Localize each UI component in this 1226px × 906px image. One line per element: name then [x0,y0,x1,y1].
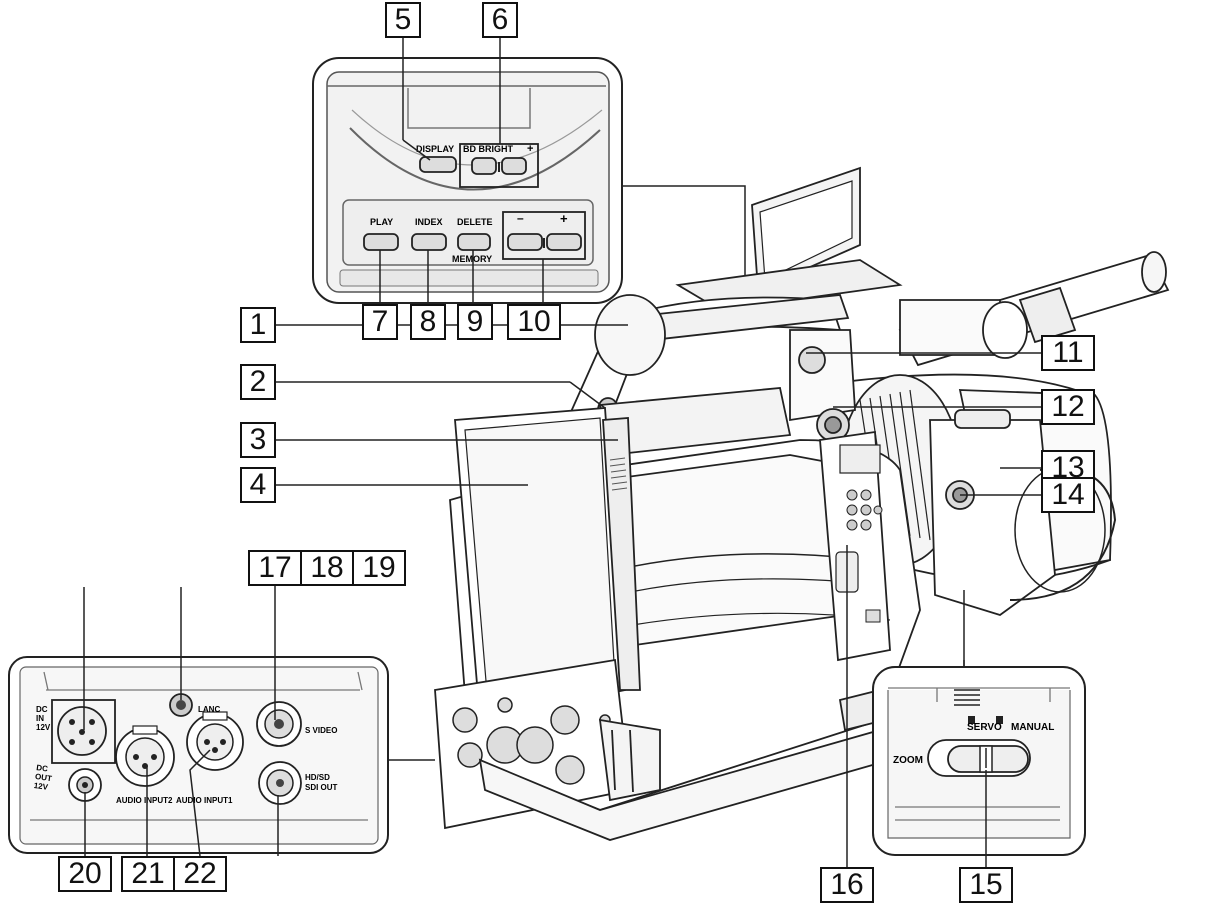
memory-minus-label: – [517,211,524,225]
bright-label: BD BRIGHT [463,144,513,154]
play-label: PLAY [370,217,393,227]
callout-19: 19 [352,550,406,586]
zoom-panel-inset: SERVO MANUAL ZOOM [872,590,1086,856]
callout-9: 9 [457,304,493,340]
callout-5: 5 [385,2,421,38]
callout-7: 7 [362,304,398,340]
callout-15: 15 [959,867,1013,903]
index-label: INDEX [415,217,443,227]
dc-out-label-2: OUT [34,772,52,783]
callout-3: 3 [240,422,276,458]
s-video-label: S VIDEO [305,726,337,735]
callout-11: 11 [1041,335,1095,371]
delete-label: DELETE [457,217,493,227]
dc-in-label-3: 12V [36,723,51,732]
memory-label: MEMORY [452,254,492,264]
callout-22: 22 [173,856,227,892]
display-label: DISPLAY [416,144,454,154]
callout-6: 6 [482,2,518,38]
callout-16: 16 [820,867,874,903]
sdi-out-label-2: SDI OUT [305,783,338,792]
callout-1: 1 [240,307,276,343]
audio-input-2-label: AUDIO INPUT2 [116,796,173,805]
dc-out-label-3: 12V [33,781,49,792]
camcorder-body [434,166,1170,841]
lanc-label: LANC [198,705,220,714]
audio-input-1-label: AUDIO INPUT1 [176,796,233,805]
memory-plus-label: + [560,211,568,226]
svg-text:HD/SD SDI OUT: HD/SD SDI OUT [305,773,338,792]
callout-17: 17 [248,550,302,586]
svg-text:DC OUT 12V: DC OUT 12V [33,763,56,792]
callout-8: 8 [410,304,446,340]
top-panel-inset: DISPLAY BD BRIGHT + PLAY INDEX DELETE – … [312,57,746,304]
leader-lines [83,36,1041,876]
servo-label: SERVO [967,722,1002,733]
manual-label: MANUAL [1011,722,1054,733]
zoom-label: ZOOM [893,755,923,766]
dc-in-label-2: IN [36,714,44,723]
dc-out-label-1: DC [36,763,49,774]
svg-text:DC IN 12V: DC IN 12V [36,705,51,732]
rear-panel-inset: DC IN 12V DC OUT 12V LANC S VIDEO HD/SD … [8,656,435,854]
callout-21: 21 [121,856,175,892]
callout-10: 10 [507,304,561,340]
callout-12: 12 [1041,389,1095,425]
display-button-shape [419,156,457,173]
callout-4: 4 [240,467,276,503]
bright-plus-label: + [527,143,533,155]
callout-14: 14 [1041,477,1095,513]
callout-2: 2 [240,364,276,400]
dc-in-label-1: DC [36,705,48,714]
sdi-out-label-1: HD/SD [305,773,330,782]
callout-18: 18 [300,550,354,586]
callout-20: 20 [58,856,112,892]
